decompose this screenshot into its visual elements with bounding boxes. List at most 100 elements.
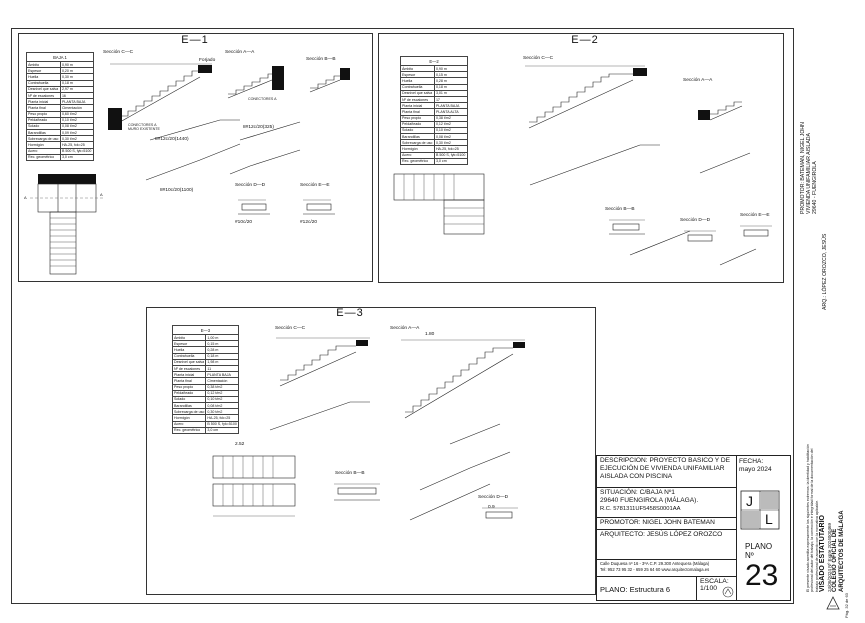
property-name-cell: Rec. geométrico [171,426,207,435]
architect-text: ARQUITECTO: JESÚS LÓPEZ OROZCO [600,531,723,538]
svg-text:CONECTORES A: CONECTORES A [248,97,277,101]
section-label: Sección E—E [740,213,770,218]
signature-mark [722,586,734,598]
section-label: Sección B—B [605,207,635,212]
page-footer: Pág. 32 de 63 [844,593,849,618]
plan-number: 23 [745,559,779,592]
property-value-cell: 3,0 cm [433,157,469,166]
rebar-label: #12c/20 [300,220,318,225]
property-name-cell: Rec. geométrico [26,153,61,162]
section-label: Sección A—A [683,78,713,83]
svg-text:A: A [100,192,103,197]
rebar-label: 8#12c/20(1440) [155,137,189,142]
section-label: Sección C—C [523,56,554,61]
property-value-cell: 3,0 cm [205,426,239,435]
panel-e1-title: E—1 [181,34,209,46]
section-label: Sección C—C [275,326,306,331]
section-label: Sección A—A [390,326,420,331]
cadastral-ref: R.C. 5781311UF5458S0001AA [600,506,681,512]
colegio-line-2: ARQUITECTOS DE MÁLAGA [839,510,846,592]
rebar-label: 8#12c/20(325) [243,125,274,130]
situation-line-1: SITUACIÓN: C/BAJA Nº1 [600,489,675,496]
plan-number-cell: PLANO Nº 23 [745,542,789,592]
section-cc-e3 [276,337,370,387]
section-aa-e2 [698,101,743,121]
visado-title: VISADO ESTATUTARIO [819,515,827,592]
dimension-label: 0.9 [488,505,495,510]
architect-cell: ARQUITECTO: JESÚS LÓPEZ OROZCO [597,530,737,560]
logo-letter-j: J [746,493,753,509]
rebar-details-e2 [529,144,757,266]
section-label: Sección E—E [300,183,330,188]
panel-e3-title: E—3 [336,307,364,319]
description-cell: DESCRIPCION: PROYECTO BASICO Y DE EJECUC… [597,456,737,488]
svg-text:CONECTORES A: CONECTORES A [128,123,157,127]
section-ee-e1 [303,199,335,215]
rebar-details-e3 [269,401,511,521]
property-name-cell: Rec. geométrico [400,157,435,166]
margin-promoter: PROMOTOR: BATEMAN, NIGEL JOHN VIVIENDA U… [800,122,818,214]
section-label: Sección C—C [103,50,134,55]
date-value: mayo 2024 [739,466,772,473]
section-dd-e2 [684,230,716,242]
situation-line-2: 29640 FUENGIROLA (MÁLAGA). [600,497,699,504]
section-label: Sección B—B [306,57,336,62]
margin-locality-line: 29640 - FUENGIROLA [812,161,818,214]
date-cell: FECHA: mayo 2024 [739,458,787,474]
table-header-row: E—2 [400,56,468,66]
panel-e2-title: E—2 [571,34,599,46]
section-label: Sección D—D [680,218,711,223]
scale-cell: ESCALA: 1/100 [697,577,737,600]
table-header-row: BAJA 1 [26,52,94,62]
section-aa-e1: CONECTORES A [227,66,284,101]
table-header-row: E—3 [172,325,239,335]
logo-letter-l: L [765,511,773,527]
section-label: Sección D—D [478,495,509,500]
section-dd-e3 [482,507,518,519]
date-label: FECHA: [739,458,764,465]
scale-value: 1/100 [700,585,718,592]
section-cc-e1: CONECTORES A MURO EXISTENTE [108,63,212,131]
situation-cell: SITUACIÓN: C/BAJA Nº1 29640 FUENGIROLA (… [597,488,737,518]
section-label: Sección B—B [335,471,365,476]
section-bb-e1 [309,68,350,93]
section-label: Sección D—D [235,183,266,188]
svg-text:A: A [24,195,27,200]
section-label: Sección A—A [225,50,255,55]
architect-logo: J L [740,490,780,530]
section-dd-e1 [238,199,270,215]
dimension-label: 1.80 [425,332,435,337]
section-aa-e3 [401,339,525,419]
promoter-cell: PROMOTOR: NIGEL JOHN BATEMAN [597,518,737,530]
stair-plan-e3 [212,455,296,517]
section-bb-e3 [334,483,380,501]
colegio-logo [826,596,840,610]
plan-number-label: PLANO Nº [745,542,773,560]
stair-plan-e2 [393,173,485,235]
section-bb-e2 [609,219,645,235]
table-header: E—3 [172,325,239,335]
visado-stamp: El presente visado acredita expresamente… [806,392,846,592]
forjado-label: Forjado [199,58,216,63]
rebar-label: #10c/20 [235,220,253,225]
contact-cell: Calle Duquesa nº 16 - 3ºA C.P. 29.300 An… [597,560,737,577]
scale-label: ESCALA: [700,578,729,585]
table-header: BAJA 1 [26,52,94,62]
title-block: DESCRIPCION: PROYECTO BASICO Y DE EJECUC… [596,455,791,601]
table-header: E—2 [400,56,468,66]
dimension-label: 2.52 [235,442,245,447]
promoter-text: PROMOTOR: NIGEL JOHN BATEMAN [600,519,715,526]
office-contact: Tel: 952 73 95 32 - 659 25 64 60 www.arq… [600,566,710,572]
svg-text:MURO EXISTENTE: MURO EXISTENTE [128,127,161,131]
margin-architect: ARQ.: LÓPEZ OROZCO, JESÚS [822,233,828,310]
section-cc-e2 [525,65,647,129]
property-value-cell: 3,0 cm [59,153,95,162]
